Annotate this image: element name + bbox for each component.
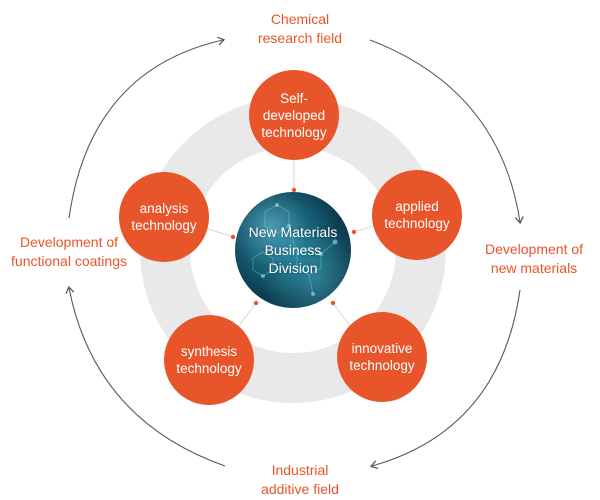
center-core-label: New Materials Business Division <box>248 224 338 276</box>
connector-line-left <box>204 227 234 238</box>
tech-node-synthesis: synthesis technology <box>164 315 254 405</box>
tech-node-label: innovative technology <box>349 341 415 373</box>
tech-node-analysis: analysis technology <box>119 172 209 262</box>
tech-node-innovative: innovative technology <box>337 312 427 402</box>
molecule-pattern-decoration <box>252 203 338 296</box>
cycle-arrow-top-to-right <box>369 39 524 225</box>
cycle-arrow-bottom-to-left <box>65 285 226 467</box>
connector-dot-left <box>230 234 236 240</box>
field-label-top: Chemical research field <box>257 11 343 46</box>
field-label-bottom: Industrial additive field <box>261 462 339 497</box>
connector-dot-bottom-left <box>253 300 259 306</box>
tech-node-label: synthesis technology <box>176 344 242 376</box>
connector-dot-bottom-right <box>330 300 336 306</box>
connector-dot-top <box>291 187 297 193</box>
field-label-left: Development of functional coatings <box>11 234 127 269</box>
tech-node-label: applied technology <box>384 199 450 231</box>
cycle-arrow-left-to-top <box>68 36 226 219</box>
center-core-circle: New Materials Business Division <box>235 192 351 308</box>
field-label-right: Development of new materials <box>484 241 584 276</box>
tech-node-applied: applied technology <box>372 170 462 260</box>
tech-node-label: Self-developed technology <box>261 90 327 140</box>
tech-node-label: analysis technology <box>131 201 197 233</box>
tech-node-self-developed: Self-developed technology <box>249 70 339 160</box>
cycle-arrow-right-to-bottom <box>369 289 521 470</box>
connector-dot-right <box>351 229 357 235</box>
